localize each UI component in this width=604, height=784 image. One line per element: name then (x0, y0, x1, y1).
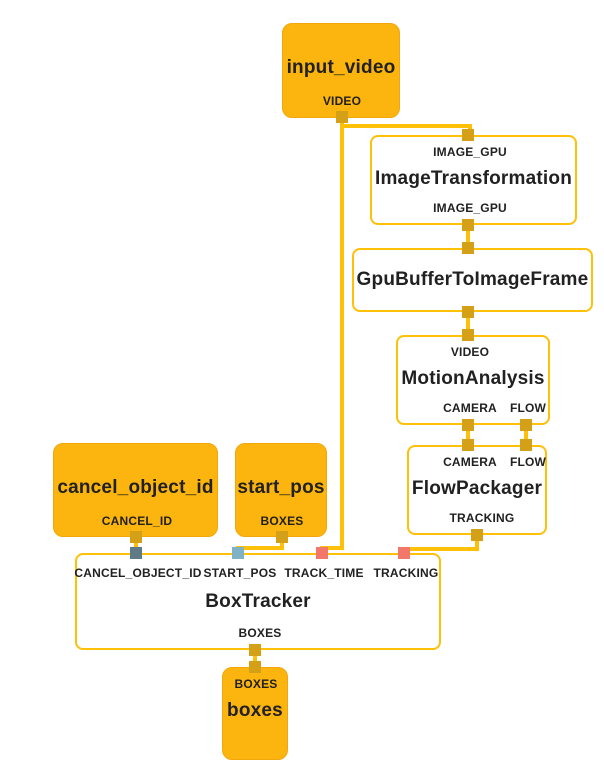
node-start-pos[interactable]: start_pos BOXES (235, 443, 327, 537)
port-box-tracker-boxes-out[interactable] (249, 644, 261, 656)
port-box-tracker-track-time-in[interactable] (316, 547, 328, 559)
node-box-tracker[interactable]: CANCEL_OBJECT_ID START_POS TRACK_TIME TR… (74, 553, 441, 650)
edge-input-video-to-box-tracker-track-time (320, 546, 344, 550)
node-title: start_pos (237, 477, 325, 498)
output-port-label-cancel-id: CANCEL_ID (101, 514, 173, 528)
input-port-label-tracking: TRACKING (373, 566, 439, 580)
port-box-tracker-tracking-in[interactable] (398, 547, 410, 559)
port-input-video-video-out[interactable] (336, 111, 348, 123)
node-title: input_video (286, 57, 396, 78)
input-port-label-video: VIDEO (450, 345, 490, 359)
port-gpu-buffer-in[interactable] (462, 242, 474, 254)
input-port-label-cancel-object-id: CANCEL_OBJECT_ID (74, 566, 202, 580)
node-input-video[interactable]: input_video VIDEO (282, 23, 400, 118)
port-boxes-boxes-in[interactable] (249, 661, 261, 673)
port-motion-analysis-flow-out[interactable] (520, 419, 532, 431)
input-port-label-start-pos: START_POS (203, 566, 277, 580)
node-cancel-object-id[interactable]: cancel_object_id CANCEL_ID (53, 443, 218, 537)
port-motion-analysis-video-in[interactable] (462, 329, 474, 341)
node-title: cancel_object_id (57, 477, 214, 498)
port-start-pos-boxes-out[interactable] (276, 531, 288, 543)
port-cancel-object-id-cancel-id-out[interactable] (130, 531, 142, 543)
edge-start-pos-to-box-tracker (236, 546, 284, 550)
edge-input-video-to-box-tracker-track-time (340, 116, 344, 550)
node-title: FlowPackager (411, 478, 543, 499)
edge-flow-packager-to-box-tracker-tracking (475, 532, 479, 551)
edge-gpu-buffer-to-motion-analysis (466, 310, 470, 337)
input-port-label-camera: CAMERA (443, 455, 497, 469)
edge-input-video-to-image-transformation (340, 124, 472, 128)
output-port-label-image-gpu: IMAGE_GPU (433, 201, 507, 215)
node-image-transformation[interactable]: IMAGE_GPU ImageTransformation IMAGE_GPU (370, 135, 577, 225)
node-title: boxes (227, 700, 283, 721)
port-image-transformation-image-gpu-out[interactable] (462, 219, 474, 231)
node-gpu-buffer-to-image-frame[interactable]: GpuBufferToImageFrame (352, 248, 593, 312)
node-title: ImageTransformation (374, 168, 572, 189)
edge-flow-packager-to-box-tracker-tracking (402, 547, 479, 551)
node-title: MotionAnalysis (401, 368, 545, 389)
input-port-label-boxes: BOXES (234, 677, 278, 691)
output-port-label-flow: FLOW (509, 401, 547, 415)
input-port-label-image-gpu: IMAGE_GPU (433, 145, 507, 159)
node-flow-packager[interactable]: CAMERA FLOW FlowPackager TRACKING (407, 445, 547, 535)
output-port-label-tracking: TRACKING (449, 511, 515, 525)
port-box-tracker-start-pos-in[interactable] (232, 547, 244, 559)
node-title: BoxTracker (205, 591, 311, 612)
edge-cancel-object-id-to-box-tracker (134, 534, 138, 555)
port-box-tracker-cancel-object-id-in[interactable] (130, 547, 142, 559)
edge-image-transformation-to-gpu-buffer (466, 222, 470, 250)
edge-box-tracker-to-boxes (253, 648, 257, 669)
port-image-transformation-image-gpu-in[interactable] (462, 129, 474, 141)
port-flow-packager-tracking-out[interactable] (471, 529, 483, 541)
port-motion-analysis-camera-out[interactable] (462, 419, 474, 431)
output-port-label-boxes: BOXES (238, 626, 282, 640)
output-port-label-camera: CAMERA (443, 401, 497, 415)
node-boxes[interactable]: BOXES boxes (222, 667, 288, 760)
output-port-label-boxes: BOXES (260, 514, 304, 528)
node-title: GpuBufferToImageFrame (356, 269, 589, 290)
output-port-label-video: VIDEO (322, 94, 362, 108)
input-port-label-track-time: TRACK_TIME (284, 566, 364, 580)
edge-motion-analysis-camera-to-flow-packager (466, 422, 470, 447)
port-gpu-buffer-out[interactable] (462, 306, 474, 318)
input-port-label-flow: FLOW (509, 455, 547, 469)
edge-motion-analysis-flow-to-flow-packager (524, 422, 528, 447)
node-motion-analysis[interactable]: VIDEO MotionAnalysis CAMERA FLOW (396, 335, 550, 425)
port-flow-packager-flow-in[interactable] (520, 439, 532, 451)
port-flow-packager-camera-in[interactable] (462, 439, 474, 451)
